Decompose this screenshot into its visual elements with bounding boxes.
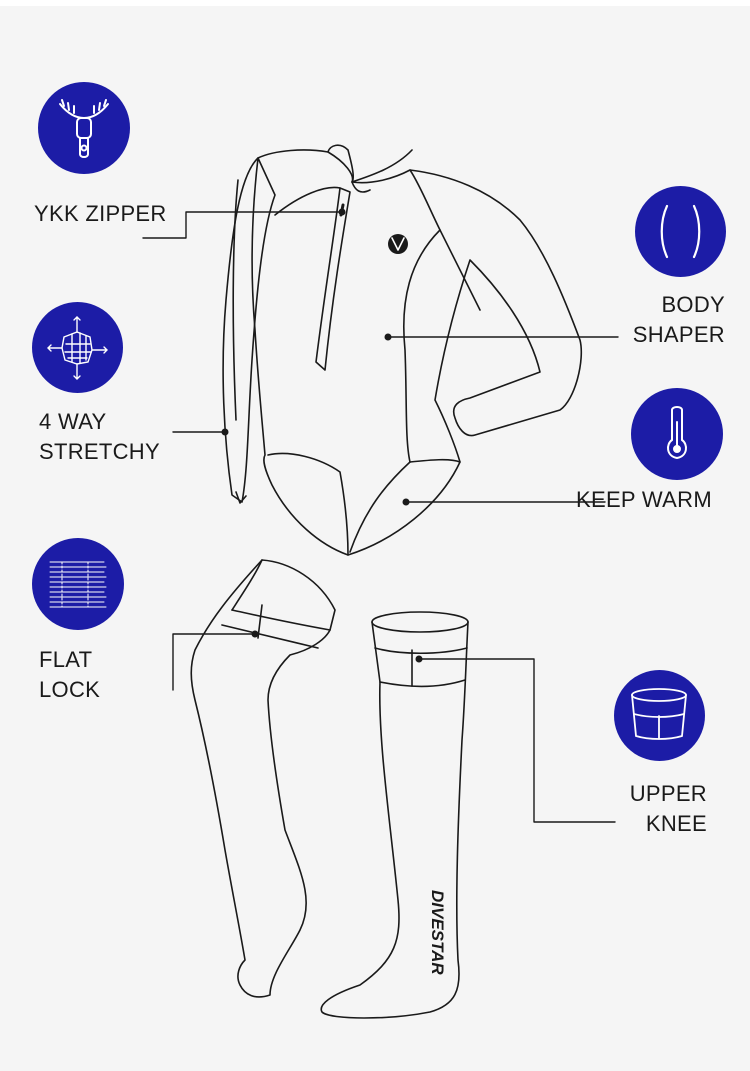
upper-knee-icon [614,670,705,761]
zipper-icon [38,82,130,174]
label-ykk-zipper: YKK ZIPPER [34,201,167,226]
page-background [0,6,750,1071]
four-way-stretch-icon [32,302,123,393]
label-four-way-stretchy: 4 WAY STRETCHY [39,409,160,464]
flatlock-stitch-icon [32,538,124,630]
body-shaper-icon [635,186,726,277]
bodysuit-drawing [222,144,583,556]
leader-knee [418,658,616,823]
left-stocking-drawing [190,559,336,998]
stocking-brand-text: DIVESTAR [428,890,447,975]
thermometer-icon [631,388,723,480]
right-stocking-drawing: DIVESTAR [320,611,469,1019]
leader-flatlock [172,633,256,691]
label-upper-knee: UPPER KNEE [629,781,707,836]
leader-zipper [142,211,343,239]
label-body-shaper: BODY SHAPER [632,292,725,347]
label-flat-lock: FLAT LOCK [39,647,101,702]
label-keep-warm: KEEP WARM [576,487,712,512]
leader-lines [142,208,619,823]
